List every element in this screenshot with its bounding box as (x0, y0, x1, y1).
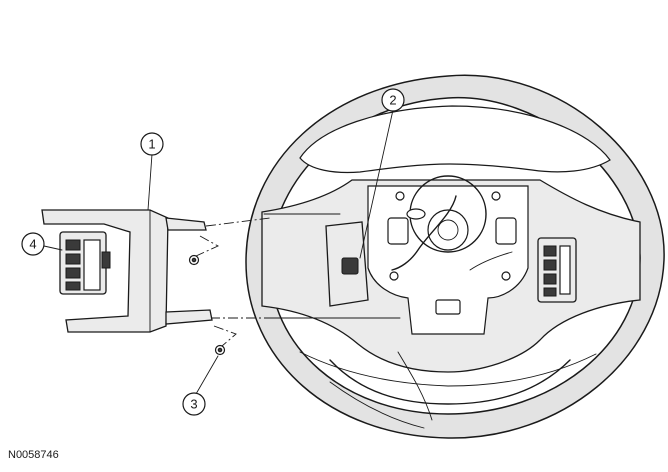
switch-bracket-body (41, 209, 169, 333)
callout-4-label: 4 (29, 237, 36, 252)
lower-spoke-outline (329, 359, 571, 405)
screw-lower-recess (217, 347, 223, 353)
switch-bracket-upper-tab (165, 217, 207, 231)
badge-oval (406, 208, 426, 220)
right-switch-1 (543, 245, 557, 257)
callout-1-circle (140, 132, 164, 156)
callout-3-circle (182, 392, 206, 416)
steering-shaft-bore (427, 209, 469, 251)
right-switch-4 (543, 287, 557, 297)
upper-rim-opening (299, 105, 611, 174)
mount-hole-4 (501, 271, 511, 281)
right-switch-3 (543, 273, 557, 285)
lower-spoke-seam (299, 351, 597, 387)
alignment-line-screw-lower (213, 325, 237, 347)
switch-button-3 (65, 267, 81, 279)
connector-plug (341, 257, 359, 275)
leader-line-2 (359, 109, 394, 259)
lower-connector-slot (435, 299, 461, 315)
switch-module-bezel (83, 239, 101, 291)
lower-rim-crease-2 (329, 381, 425, 429)
callout-3-label: 3 (190, 397, 197, 412)
left-mount-boss (387, 217, 409, 245)
switch-bracket (41, 209, 213, 333)
leader-line-4 (43, 245, 63, 251)
steering-wheel (245, 74, 665, 439)
right-switch-2 (543, 259, 557, 271)
callout-1-label: 1 (148, 137, 155, 152)
screw-upper (188, 254, 200, 266)
figure-id: N0058746 (8, 449, 59, 461)
alignment-lines (195, 217, 271, 347)
wiring-harness-lower (469, 251, 513, 271)
wiring-harness (391, 195, 457, 271)
callout-4: 4 (21, 232, 45, 256)
shaft-bore-inner (437, 219, 459, 241)
alignment-line-screw-upper (195, 235, 219, 257)
callout-2: 2 (381, 88, 405, 112)
mount-hole-1 (395, 191, 405, 201)
right-mount-boss (495, 217, 517, 245)
screw-lower (214, 344, 226, 356)
leader-lines (43, 109, 394, 395)
leader-line-1 (147, 153, 153, 211)
callout-4-circle (21, 232, 45, 256)
switch-bracket-lower-tab (165, 309, 213, 325)
screw-upper-recess (191, 257, 197, 263)
leader-line-3 (195, 355, 219, 395)
steering-wheel-rim (245, 74, 665, 439)
mount-hole-3 (389, 271, 399, 281)
right-switch-bezel (559, 245, 571, 295)
callout-2-label: 2 (389, 93, 396, 108)
switch-button-1 (65, 239, 81, 251)
callout-2-circle (381, 88, 405, 112)
switch-button-4 (65, 281, 81, 291)
switch-button-2 (65, 253, 81, 265)
switch-module (59, 231, 111, 295)
callout-3: 3 (182, 392, 206, 416)
switch-module-connector (101, 251, 111, 269)
callout-1: 1 (140, 132, 164, 156)
alignment-line-upper (205, 217, 271, 227)
mount-hole-2 (491, 191, 501, 201)
lower-rim-crease (397, 351, 433, 421)
